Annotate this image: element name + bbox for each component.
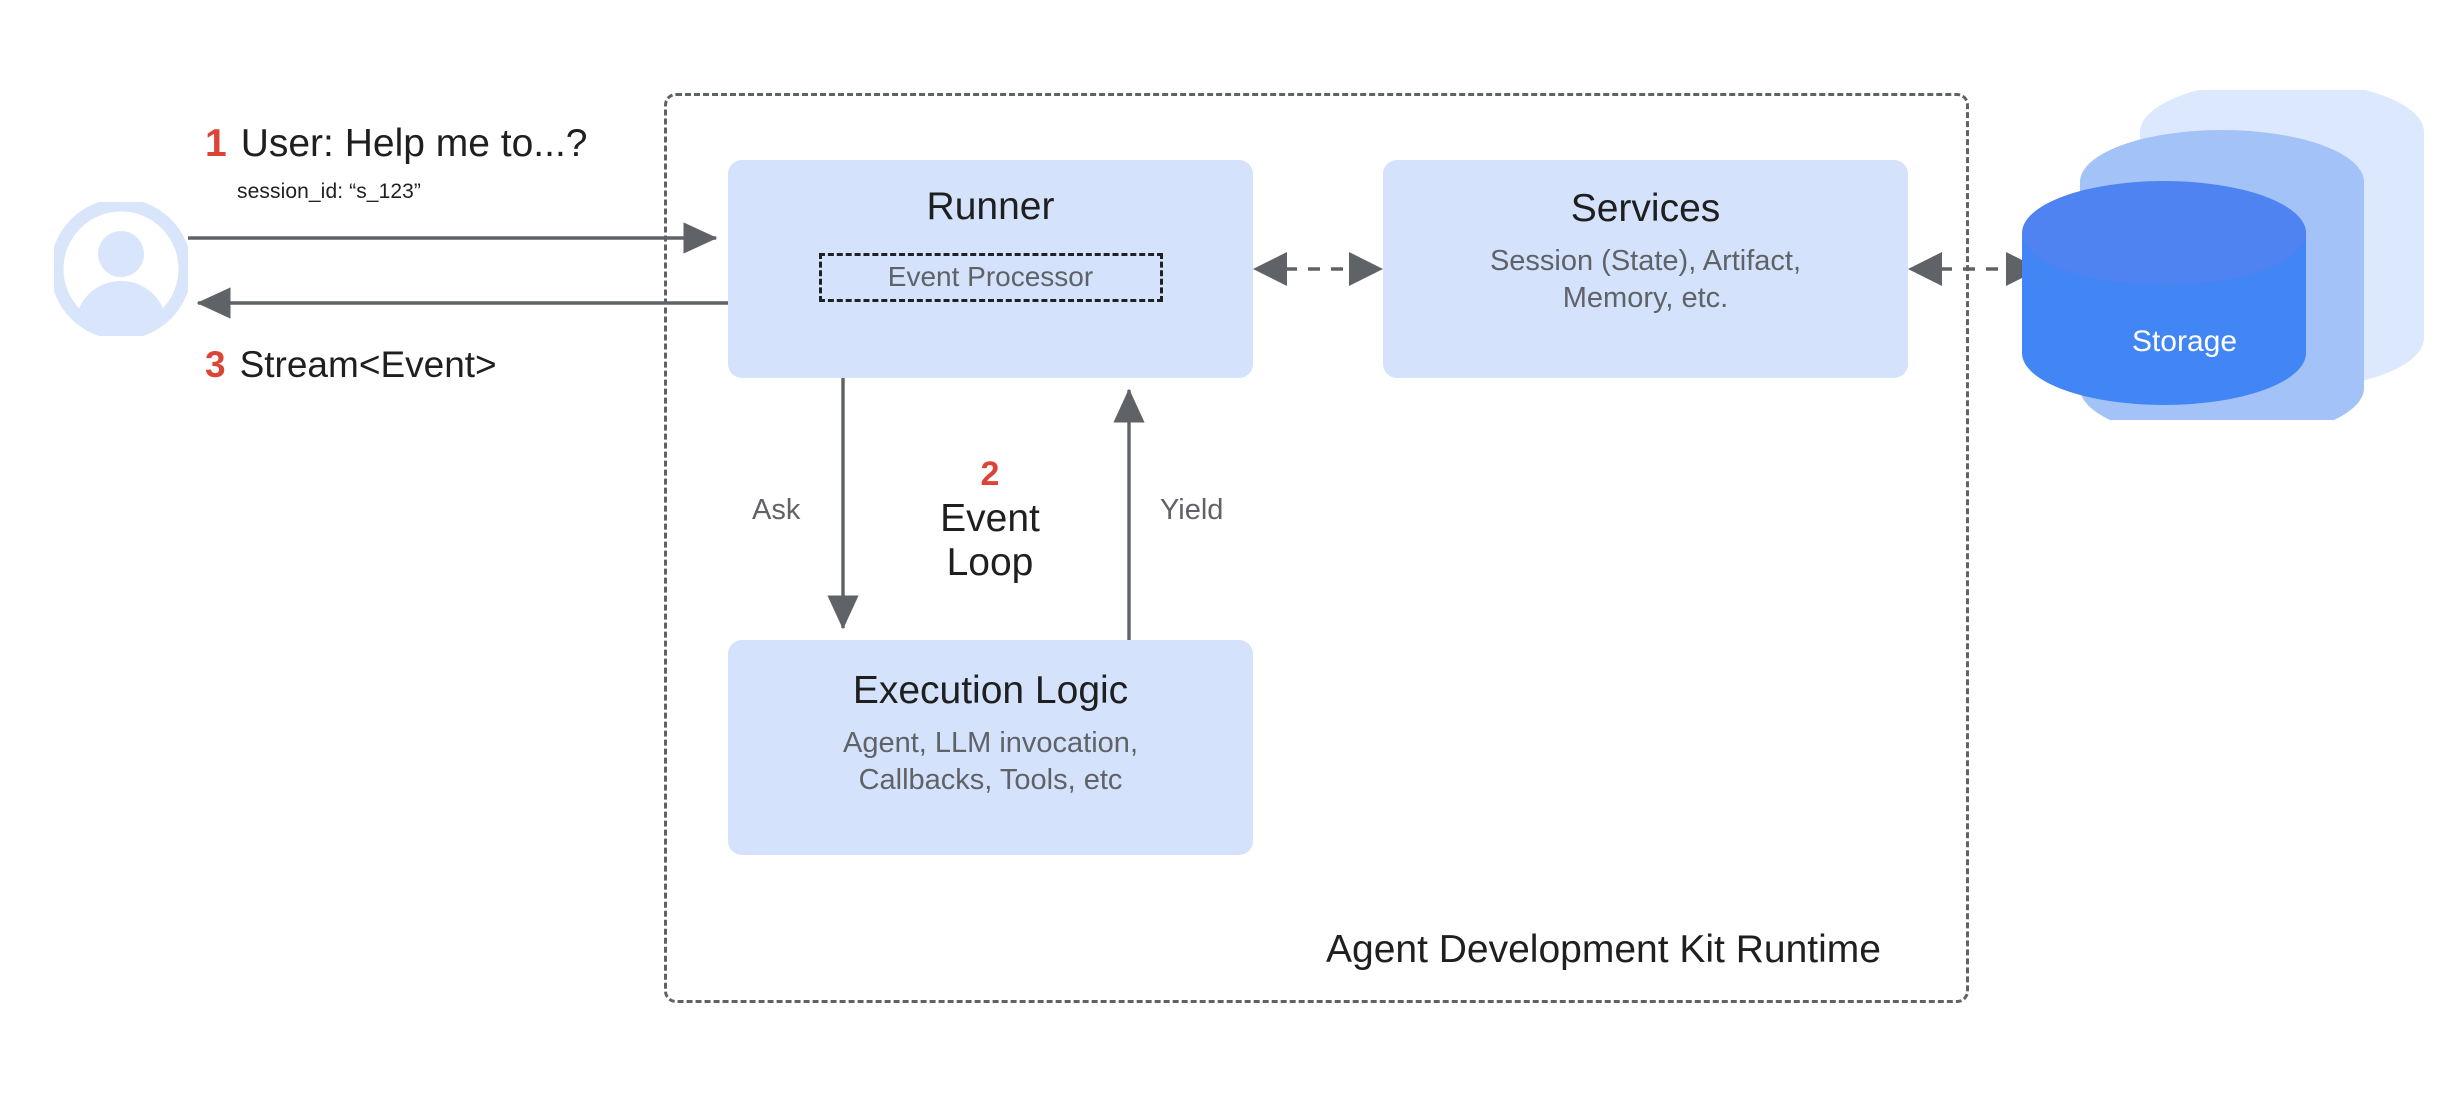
storage-node[interactable] bbox=[2020, 80, 2430, 440]
execution-logic-node[interactable]: Execution Logic Agent, LLM invocation, C… bbox=[728, 640, 1253, 855]
step-1-callout: 1 User: Help me to...? bbox=[205, 124, 588, 163]
adk-runtime-boundary bbox=[664, 93, 1969, 1003]
step-1-number: 1 bbox=[205, 122, 227, 165]
event-loop-callout: 2 Event Loop bbox=[895, 455, 1085, 584]
services-subtitle: Session (State), Artifact, Memory, etc. bbox=[1489, 244, 1802, 314]
yield-edge-label: Yield bbox=[1160, 494, 1224, 526]
step-3-callout: 3 Stream<Event> bbox=[205, 346, 497, 383]
step-3-text: Stream<Event> bbox=[239, 344, 497, 385]
services-node[interactable]: Services Session (State), Artifact, Memo… bbox=[1383, 160, 1908, 378]
execution-logic-subtitle: Agent, LLM invocation, Callbacks, Tools,… bbox=[842, 726, 1138, 796]
step-1-text: User: Help me to...? bbox=[240, 122, 588, 165]
runner-title: Runner bbox=[926, 185, 1055, 228]
session-id-label: session_id: “s_123” bbox=[237, 180, 421, 203]
user-avatar-icon bbox=[50, 198, 192, 340]
ask-edge-label: Ask bbox=[752, 494, 801, 526]
execution-logic-title: Execution Logic bbox=[852, 669, 1129, 712]
runner-node[interactable]: Runner Event Processor bbox=[728, 160, 1253, 378]
event-loop-label: Event Loop bbox=[940, 497, 1040, 584]
step-3-number: 3 bbox=[205, 344, 226, 385]
step-2-number: 2 bbox=[980, 455, 1000, 493]
event-processor-label: Event Processor bbox=[887, 261, 1094, 293]
database-cylinder-icon bbox=[2022, 80, 2424, 440]
services-title: Services bbox=[1570, 187, 1721, 230]
adk-runtime-label: Agent Development Kit Runtime bbox=[1326, 928, 1881, 971]
event-processor-node[interactable]: Event Processor bbox=[818, 252, 1163, 302]
